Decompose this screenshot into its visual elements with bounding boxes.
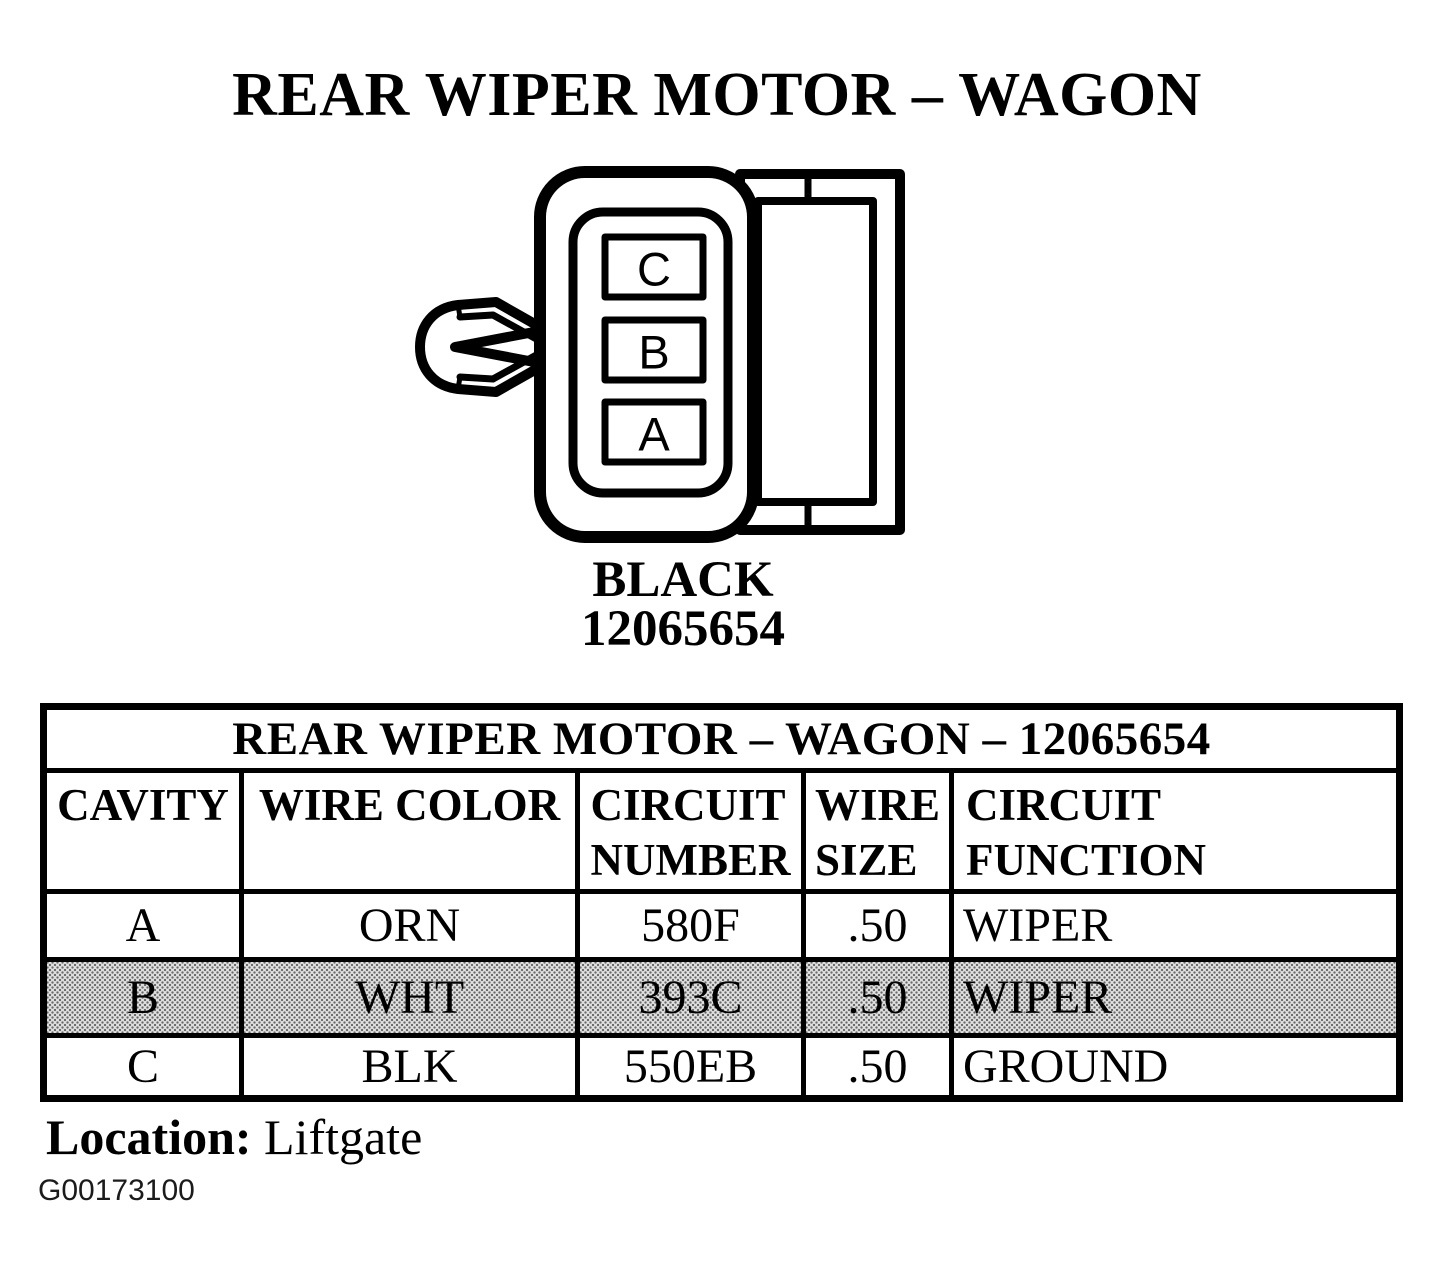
cell-wire-size: .50 (801, 889, 954, 962)
cell-circuit-function: WIPER (948, 957, 1403, 1038)
location-value: Liftgate (264, 1109, 423, 1165)
cavity-b-box (601, 316, 707, 384)
pinout-table: REAR WIPER MOTOR – WAGON – 12065654 CAVI… (40, 703, 1404, 1102)
cavity-c-label: C (637, 243, 671, 296)
cavity-a-box (601, 398, 707, 466)
cell-cavity: B (41, 957, 244, 1038)
table-row-c: C BLK 550EB .50 GROUND (41, 1033, 1403, 1101)
retainer-clip-icon (415, 297, 545, 397)
cell-wire-color: WHT (239, 957, 580, 1038)
cell-wire-size: .50 (801, 957, 954, 1038)
cell-circuit-number: 393C (575, 957, 806, 1038)
cell-wire-color: BLK (239, 1033, 580, 1101)
location-label: Location: (46, 1109, 252, 1165)
cavity-b-label: B (638, 326, 669, 379)
cell-wire-size: .50 (801, 1033, 954, 1101)
cell-cavity: A (41, 889, 244, 962)
col-header-wire-color: WIRE COLOR (239, 768, 580, 894)
motor-housing-inner (754, 197, 877, 506)
table-row-a: A ORN 580F .50 WIPER (41, 889, 1403, 962)
figure-id: G00173100 (38, 1174, 195, 1207)
cavity-c-box (601, 233, 707, 301)
cell-circuit-number: 550EB (575, 1033, 806, 1101)
table-title: REAR WIPER MOTOR – WAGON – 12065654 (40, 704, 1403, 773)
cavity-a-label: A (638, 408, 670, 461)
connector-face (568, 207, 733, 498)
connector-color-label: BLACK (592, 552, 774, 608)
connector-diagram: C B A (415, 166, 905, 543)
connector-caption: BLACK 12065654 (400, 552, 966, 657)
table-row-b: B WHT 393C .50 WIPER (41, 957, 1403, 1038)
page-title: REAR WIPER MOTOR – WAGON (232, 61, 1202, 129)
cell-circuit-function: GROUND (948, 1033, 1403, 1101)
cell-cavity: C (41, 1033, 244, 1101)
cell-circuit-function: WIPER (948, 889, 1403, 962)
table-title-row: REAR WIPER MOTOR – WAGON – 12065654 (40, 704, 1403, 773)
connector-part-number: 12065654 (581, 601, 785, 657)
col-header-circuit-function: CIRCUIT FUNCTION (948, 768, 1403, 894)
clip-arrow (450, 327, 539, 367)
location-line: Location: Liftgate (46, 1108, 422, 1166)
col-header-cavity: CAVITY (41, 768, 244, 894)
cell-circuit-number: 580F (575, 889, 806, 962)
cell-wire-color: ORN (239, 889, 580, 962)
